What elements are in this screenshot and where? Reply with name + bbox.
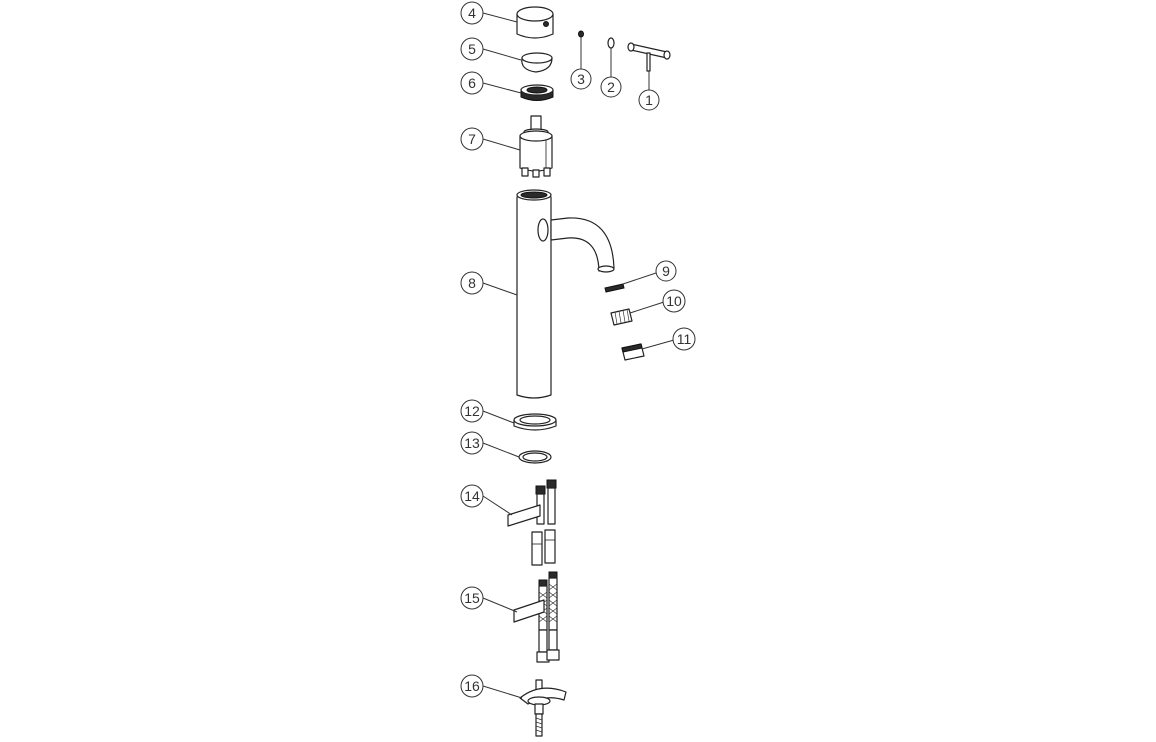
callout-5: 5 (460, 37, 484, 61)
part-7-cartridge (519, 115, 553, 178)
leader-14 (482, 495, 513, 516)
callout-8: 8 (460, 271, 484, 295)
leader-5 (482, 48, 522, 61)
callout-10: 10 (662, 289, 686, 313)
part-14-fixing-studs (507, 479, 557, 566)
part-6-locking-nut (520, 84, 554, 101)
svg-text:4: 4 (468, 5, 476, 21)
leader-16 (482, 685, 523, 699)
callout-2: 2 (600, 76, 622, 98)
callout-7: 7 (460, 127, 484, 151)
callout-11: 11 (672, 327, 696, 351)
part-4-handle-cap (516, 6, 554, 39)
svg-text:13: 13 (464, 435, 480, 451)
leader-9 (622, 272, 657, 285)
svg-text:6: 6 (468, 75, 476, 91)
leader-6 (482, 82, 522, 94)
part-5-shroud (521, 52, 553, 73)
svg-text:11: 11 (677, 331, 692, 347)
callout-4: 4 (460, 1, 484, 25)
callout-13: 13 (460, 431, 484, 455)
part-16-fixing-kit (519, 679, 567, 737)
callout-6: 6 (460, 71, 484, 95)
callout-16: 16 (460, 674, 484, 698)
callout-3: 3 (570, 68, 592, 90)
part-11-aerator-housing (621, 343, 645, 361)
part-13-base-seal (518, 450, 552, 464)
leader-lines (482, 12, 675, 699)
leader-13 (482, 442, 520, 458)
leader-11 (641, 339, 675, 350)
svg-text:10: 10 (666, 293, 682, 309)
svg-text:16: 16 (464, 678, 480, 694)
callout-9: 9 (655, 260, 677, 282)
leader-4 (482, 12, 518, 23)
callout-1: 1 (638, 89, 660, 111)
part-15-flexible-hoses (513, 571, 560, 663)
callout-15: 15 (460, 586, 484, 610)
part-9-washer (604, 283, 625, 293)
part-3-grub-screw (578, 30, 584, 38)
callout-12: 12 (460, 399, 484, 423)
part-2-o-ring (607, 37, 615, 49)
part-12-base-flange (513, 413, 557, 431)
svg-text:7: 7 (468, 131, 476, 147)
svg-text:14: 14 (464, 488, 480, 504)
leader-12 (482, 410, 515, 424)
leader-10 (629, 301, 665, 314)
svg-text:3: 3 (577, 71, 585, 87)
svg-text:15: 15 (464, 590, 480, 606)
svg-text:2: 2 (607, 79, 615, 95)
part-8-tap-body (516, 189, 615, 399)
leader-8 (482, 282, 518, 296)
svg-text:8: 8 (468, 275, 476, 291)
svg-text:9: 9 (662, 263, 670, 279)
part-10-aerator-insert (610, 308, 633, 326)
callout-14: 14 (460, 484, 484, 508)
svg-text:1: 1 (645, 92, 653, 108)
part-1-lever-handle (627, 42, 671, 72)
leader-15 (482, 597, 518, 613)
leader-7 (482, 138, 521, 151)
svg-text:12: 12 (464, 403, 480, 419)
svg-text:5: 5 (468, 41, 476, 57)
